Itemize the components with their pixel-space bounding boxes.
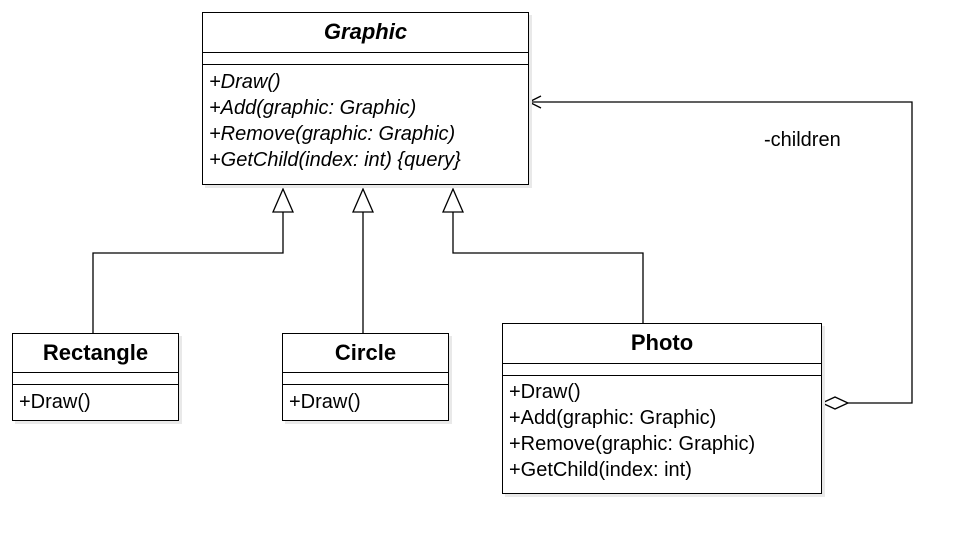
class-photo-attributes bbox=[503, 364, 821, 376]
class-graphic[interactable]: Graphic +Draw() +Add(graphic: Graphic) +… bbox=[202, 12, 529, 185]
class-graphic-name: Graphic bbox=[203, 13, 528, 53]
operation: +Draw() bbox=[209, 71, 281, 93]
generalization-photo-graphic bbox=[452, 212, 644, 323]
operation: +Draw() bbox=[509, 381, 581, 403]
generalization-arrowhead-rectangle bbox=[272, 187, 294, 213]
class-circle-attributes bbox=[283, 373, 448, 385]
operation: +Add(graphic: Graphic) bbox=[209, 97, 417, 119]
class-circle[interactable]: Circle +Draw() bbox=[282, 333, 449, 421]
class-graphic-operations: +Draw() +Add(graphic: Graphic) +Remove(g… bbox=[203, 65, 528, 173]
class-rectangle-name: Rectangle bbox=[13, 334, 178, 373]
operation: +Remove(graphic: Graphic) bbox=[509, 433, 756, 455]
generalization-arrowhead-photo bbox=[442, 187, 464, 213]
operation: +GetChild(index: int) {query} bbox=[209, 149, 461, 171]
class-photo[interactable]: Photo +Draw() +Add(graphic: Graphic) +Re… bbox=[502, 323, 822, 494]
class-graphic-attributes bbox=[203, 53, 528, 65]
operation: +Remove(graphic: Graphic) bbox=[209, 123, 456, 145]
class-rectangle-operations: +Draw() bbox=[13, 385, 178, 415]
operation: +Draw() bbox=[289, 391, 361, 413]
class-photo-name: Photo bbox=[503, 324, 821, 364]
aggregation-open-arrowhead bbox=[527, 95, 542, 109]
class-rectangle-attributes bbox=[13, 373, 178, 385]
operation: +Draw() bbox=[19, 391, 91, 413]
aggregation-diamond bbox=[820, 396, 850, 410]
generalization-arrowhead-circle bbox=[352, 187, 374, 213]
operation: +Add(graphic: Graphic) bbox=[509, 407, 717, 429]
class-photo-operations: +Draw() +Add(graphic: Graphic) +Remove(g… bbox=[503, 376, 821, 483]
generalization-rectangle-graphic bbox=[92, 212, 284, 333]
association-role-label: -children bbox=[764, 129, 841, 151]
class-rectangle[interactable]: Rectangle +Draw() bbox=[12, 333, 179, 421]
class-circle-operations: +Draw() bbox=[283, 385, 448, 415]
class-circle-name: Circle bbox=[283, 334, 448, 373]
operation: +GetChild(index: int) bbox=[509, 459, 692, 481]
